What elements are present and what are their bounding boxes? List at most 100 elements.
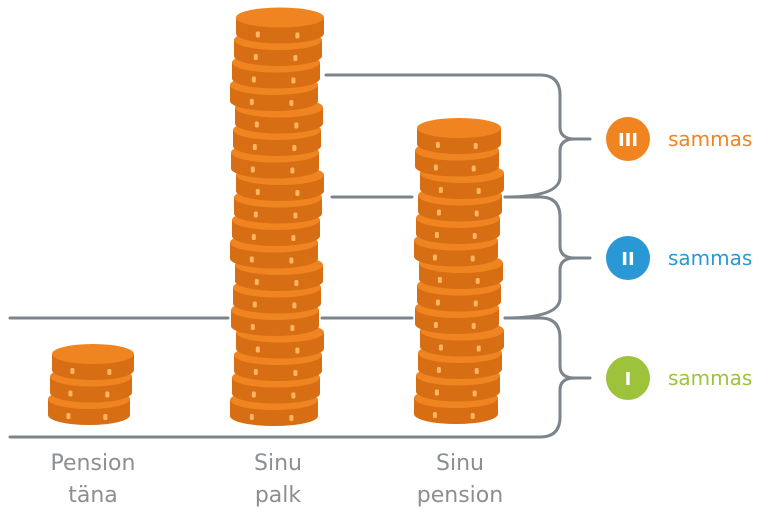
coin-highlight	[471, 323, 476, 329]
pillar-3-badge: III sammas	[606, 117, 752, 161]
coin-highlight	[470, 413, 475, 419]
pillar-2-brace-upper	[503, 195, 577, 260]
pillar-1-label: sammas	[668, 366, 752, 390]
coin-highlight	[254, 121, 259, 128]
coin-face	[236, 7, 324, 28]
coin-highlight	[249, 99, 254, 105]
coin-highlight	[433, 322, 438, 328]
coin-highlight	[470, 255, 475, 262]
coin-highlight	[473, 143, 478, 149]
pillar-legend: III sammas II sammas I sammas	[606, 117, 752, 400]
coin-highlight	[438, 187, 443, 193]
coin-highlight	[250, 166, 255, 173]
coin-highlight	[432, 412, 437, 418]
coin-highlight	[293, 55, 298, 61]
coin-highlight	[476, 345, 481, 352]
coin-highlight	[472, 390, 477, 397]
coin-highlight	[433, 164, 438, 171]
coin-highlight	[251, 76, 256, 83]
guide-lines	[8, 73, 592, 439]
coin-highlight	[68, 390, 73, 397]
coin-highlight	[438, 344, 443, 351]
coin-stacks	[48, 7, 504, 426]
coin-highlight	[435, 299, 440, 306]
coin-highlight	[474, 210, 479, 217]
coin-highlight	[251, 391, 256, 398]
pillar-3-label: sammas	[668, 127, 752, 151]
coin-face	[52, 344, 134, 364]
coin-highlight	[290, 167, 295, 174]
coin-highlight	[251, 234, 256, 240]
stack-label-sinu-pension-line2: pension	[417, 483, 503, 508]
stack-label-pension-tana-line2: täna	[68, 483, 118, 508]
coin-highlight	[474, 368, 479, 374]
coin-highlight	[253, 211, 258, 218]
coin-stack-pension-tana	[48, 344, 134, 425]
coin-highlight	[293, 212, 298, 219]
coin-highlight	[294, 122, 299, 129]
coin-highlight	[432, 254, 437, 261]
coin-highlight	[249, 414, 254, 420]
coin	[52, 344, 134, 380]
pillar-1-badge: I sammas	[606, 356, 752, 400]
coin-highlight	[437, 277, 442, 283]
pillar-1-numeral: I	[625, 369, 632, 390]
coin-highlight	[295, 347, 300, 354]
coin-highlight	[293, 370, 298, 376]
coin-highlight	[436, 367, 441, 373]
stack-label-sinu-palk-line2: palk	[255, 483, 302, 508]
coin-highlight	[254, 279, 259, 285]
pillar-1-brace	[503, 316, 577, 380]
pillar-3-numeral: III	[618, 130, 638, 151]
pillar-2-circle	[606, 236, 650, 280]
stack-label-pension-tana-line1: Pension	[51, 451, 136, 476]
stack-label-sinu-palk-line1: Sinu	[254, 451, 302, 476]
coin-stack-sinu-pension	[414, 118, 504, 424]
coin-highlight	[105, 391, 110, 398]
coin-highlight	[255, 346, 260, 353]
pillar-2-brace-lower	[503, 256, 592, 320]
pillar-2-badge: II sammas	[606, 236, 752, 280]
coin-highlight	[107, 369, 112, 375]
pillar-3-brace-upper	[324, 73, 577, 141]
coin-highlight	[473, 300, 478, 307]
coin-highlight	[295, 190, 300, 196]
coin-face	[417, 118, 501, 138]
pillar-1-circle	[606, 356, 650, 400]
coin-highlight	[291, 235, 296, 241]
coin-highlight	[103, 414, 108, 420]
pillar-3-brace-lower	[503, 137, 592, 199]
coin-highlight	[294, 280, 299, 286]
coin-highlight	[252, 301, 257, 308]
stack-labels: Pension täna Sinu palk Sinu pension	[51, 451, 504, 508]
coin-highlight	[289, 415, 294, 421]
coin-highlight	[253, 369, 258, 375]
pillar-2-numeral: II	[621, 249, 634, 270]
coin-highlight	[434, 232, 439, 238]
coin-highlight	[472, 233, 477, 239]
coin-highlight	[434, 389, 439, 396]
coin-highlight	[66, 413, 71, 419]
coin-highlight	[292, 145, 297, 151]
coin-highlight	[435, 142, 440, 148]
coin-highlight	[476, 188, 481, 194]
coin-highlight	[471, 165, 476, 172]
coin-highlight	[70, 368, 75, 374]
coin	[417, 118, 501, 154]
coin-highlight	[291, 77, 296, 84]
coin-stack-sinu-palk	[230, 7, 324, 426]
coin-highlight	[289, 100, 294, 106]
pillar-2-label: sammas	[668, 246, 752, 270]
coin-highlight	[290, 325, 295, 331]
pillar-3-circle	[606, 117, 650, 161]
coin-highlight	[249, 256, 254, 263]
coin-highlight	[250, 324, 255, 330]
coin-highlight	[292, 302, 297, 309]
coin-highlight	[291, 392, 296, 399]
coin	[236, 7, 324, 44]
coin-highlight	[436, 209, 441, 216]
coin-highlight	[252, 144, 257, 150]
stack-label-sinu-pension-line1: Sinu	[436, 451, 484, 476]
coin-highlight	[289, 257, 294, 264]
